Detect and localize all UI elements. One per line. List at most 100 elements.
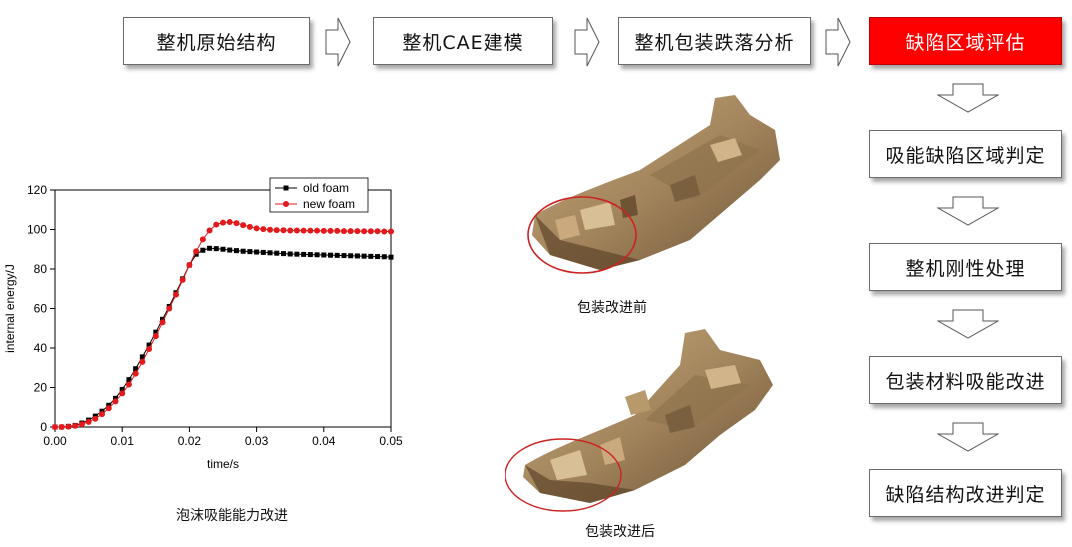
series-line [55, 221, 391, 428]
data-point [233, 220, 240, 227]
flow-step-original-structure: 整机原始结构 [123, 17, 310, 65]
data-point [133, 366, 139, 372]
y-tick-label: 80 [34, 262, 48, 276]
data-point [294, 251, 300, 257]
data-point [381, 228, 388, 235]
y-tick-label: 40 [34, 341, 48, 355]
data-point [99, 411, 106, 418]
data-point [287, 251, 293, 257]
data-point [72, 422, 79, 429]
data-point [368, 253, 374, 259]
data-point [206, 227, 213, 234]
y-tick-label: 120 [27, 183, 47, 197]
data-point [314, 252, 320, 258]
legend-label: new foam [303, 197, 355, 211]
arrow-right-icon [574, 17, 600, 67]
arrow-down-icon [937, 309, 999, 339]
data-point [200, 247, 206, 253]
x-tick-label: 0.04 [312, 434, 336, 448]
flow-step-structure-judgement: 缺陷结构改进判定 [869, 469, 1062, 517]
data-point [220, 246, 226, 252]
flow-step-material-improvement: 包装材料吸能改进 [869, 356, 1062, 404]
data-point [186, 262, 193, 269]
data-point [374, 228, 381, 235]
after-caption: 包装改进后 [585, 524, 655, 540]
data-point [381, 254, 387, 260]
data-point [65, 423, 72, 430]
data-point [207, 245, 213, 251]
arrow-right-icon [825, 17, 851, 67]
data-point [92, 415, 99, 422]
data-point [274, 250, 280, 256]
arrow-down-icon [937, 83, 999, 113]
data-point [240, 222, 247, 229]
data-point [367, 228, 374, 235]
data-point [307, 252, 313, 258]
data-point [85, 418, 92, 425]
data-point [52, 424, 58, 430]
data-point [125, 381, 132, 388]
x-tick-label: 0.05 [379, 434, 403, 448]
data-point [240, 248, 246, 254]
data-point [320, 227, 327, 234]
x-tick-label: 0.01 [111, 434, 135, 448]
data-point [280, 227, 287, 234]
flow-step-rigid-treatment: 整机刚性处理 [869, 243, 1062, 291]
data-point [58, 424, 65, 430]
legend-marker [283, 201, 289, 207]
data-point [260, 226, 267, 233]
data-point [193, 248, 200, 255]
data-point [146, 345, 153, 352]
arrow-down-icon [937, 196, 999, 226]
data-point [307, 227, 314, 234]
data-point [159, 319, 166, 326]
data-point [348, 253, 354, 259]
flow-step-defect-evaluation: 缺陷区域评估 [869, 17, 1062, 65]
x-axis-label: time/s [207, 457, 239, 471]
x-tick-label: 0.03 [245, 434, 269, 448]
data-point [301, 251, 307, 257]
flow-step-drop-analysis: 整机包装跌落分析 [618, 17, 811, 65]
data-point [139, 358, 146, 365]
series-line [55, 247, 392, 428]
data-point [199, 236, 206, 243]
x-tick-label: 0.00 [43, 434, 67, 448]
data-point [293, 227, 300, 234]
chart-caption: 泡沫吸能能力改进 [176, 508, 288, 524]
data-point [233, 248, 239, 254]
data-point [340, 228, 347, 235]
data-point [253, 225, 260, 232]
data-point [247, 249, 253, 255]
data-point [375, 254, 381, 260]
data-point [321, 252, 327, 258]
data-point [119, 386, 125, 392]
data-point [246, 223, 253, 230]
data-point [361, 253, 367, 259]
data-point [213, 246, 219, 252]
data-point [267, 226, 274, 233]
data-point [273, 227, 280, 234]
data-point [361, 228, 368, 235]
foam-pad-after-image [505, 329, 773, 512]
y-tick-label: 20 [34, 381, 48, 395]
data-point [327, 227, 334, 234]
data-point [78, 421, 85, 428]
data-point [152, 333, 159, 340]
data-point [220, 219, 226, 226]
flow-step-cae-modeling: 整机CAE建模 [373, 17, 553, 65]
data-point [132, 370, 139, 377]
data-point [227, 247, 233, 253]
data-point [287, 227, 294, 234]
data-point [354, 228, 361, 235]
y-tick-label: 0 [40, 420, 47, 434]
foam-pad-before-image [527, 95, 780, 274]
arrow-down-icon [937, 422, 999, 452]
data-point [354, 253, 360, 259]
data-point [172, 291, 179, 298]
data-point [226, 218, 233, 225]
data-point [347, 228, 354, 235]
data-point [260, 249, 266, 255]
data-point [146, 342, 152, 348]
data-point [314, 227, 321, 234]
